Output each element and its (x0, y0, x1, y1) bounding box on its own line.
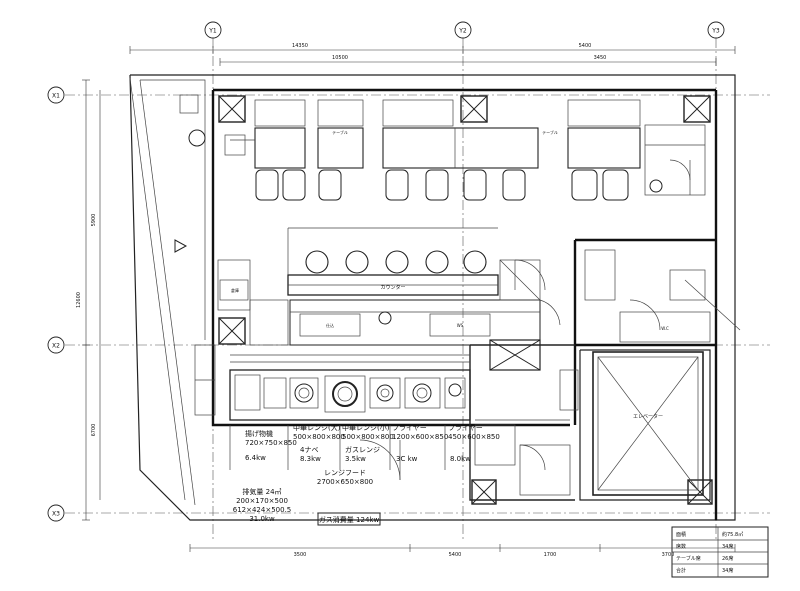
svg-text:X1: X1 (52, 93, 60, 100)
svg-text:WS: WS (457, 323, 464, 328)
svg-text:Y1: Y1 (208, 28, 217, 35)
svg-text:8.3kw: 8.3kw (300, 455, 321, 463)
column-bottom-mid (471, 479, 497, 505)
chairs-row (255, 169, 629, 201)
svg-text:3.5kw: 3.5kw (345, 455, 366, 463)
dim-bottom-b: 5400 (449, 552, 462, 558)
svg-text:フライヤー: フライヤー (448, 424, 483, 432)
svg-text:X2: X2 (52, 343, 60, 350)
svg-text:Y3: Y3 (711, 28, 720, 35)
column-mid-left (218, 317, 246, 345)
svg-text:カウンター: カウンター (380, 284, 405, 291)
svg-text:31.0kw: 31.0kw (249, 515, 275, 523)
svg-text:26席: 26席 (722, 555, 733, 562)
svg-text:中華レンジ(大): 中華レンジ(大) (293, 423, 341, 432)
dining-tables: テーブル テーブル (224, 99, 641, 169)
elevator-shaft: エレベーター (592, 351, 704, 496)
svg-text:合計: 合計 (676, 567, 686, 574)
column-top-mid (460, 95, 488, 123)
svg-text:フライヤー: フライヤー (392, 424, 427, 432)
top-right-room (644, 124, 706, 196)
svg-text:3C kw: 3C kw (396, 455, 418, 463)
dim-bottom-a: 3500 (294, 552, 307, 558)
walls (211, 88, 718, 520)
svg-text:仕込: 仕込 (326, 322, 334, 328)
grid-lines (65, 38, 770, 540)
columns (218, 95, 713, 505)
svg-text:4ナベ: 4ナベ (300, 446, 318, 454)
equipment-spec-5: フライヤー 450×600×850 8.0kw (448, 424, 500, 463)
kitchen-right: W.C (359, 249, 741, 496)
dim-top-mid-b: 5400 (579, 43, 592, 49)
svg-text:排気量 24㎥: 排気量 24㎥ (242, 487, 281, 496)
svg-text:揚げ物機: 揚げ物機 (245, 429, 273, 438)
grid-axis-x2: X2 (47, 336, 65, 354)
work-counters: 仕込 WS (249, 259, 541, 346)
svg-text:面積: 面積 (676, 531, 686, 538)
column-bottom-right (687, 479, 713, 505)
gas-total-label: ガス消費量 124kw (317, 512, 381, 526)
svg-text:6.4kw: 6.4kw (245, 454, 266, 462)
grid-axis-x3: X3 (47, 504, 65, 522)
svg-text:テーブル: テーブル (332, 129, 348, 135)
dim-left-a: 5900 (91, 214, 97, 227)
svg-text:34席: 34席 (722, 543, 733, 550)
svg-text:中華レンジ(小): 中華レンジ(小) (342, 423, 390, 432)
dim-left-b: 6700 (91, 424, 97, 437)
bar-counter: カウンター (287, 227, 499, 296)
range-hood-spec: レンジフード 2700×650×800 (317, 469, 373, 486)
svg-text:500×800×800: 500×800×800 (293, 433, 345, 441)
svg-text:テーブル: テーブル (542, 129, 558, 135)
equipment-annotations (229, 425, 446, 470)
svg-text:450×600×850: 450×600×850 (448, 433, 500, 441)
dim-top-inner: 10500 (332, 55, 348, 61)
equipment-spec-3: 中華レンジ(小) 500×800×800 ガスレンジ 3.5kw (342, 423, 394, 463)
svg-text:倉庫: 倉庫 (231, 287, 239, 293)
svg-text:X3: X3 (52, 511, 60, 518)
svg-text:500×800×800: 500×800×800 (342, 433, 394, 441)
svg-text:W.C: W.C (661, 326, 669, 331)
dim-top-total: 14350 (292, 43, 308, 49)
svg-text:612×424×500.5: 612×424×500.5 (233, 506, 292, 514)
svg-text:2700×650×800: 2700×650×800 (317, 478, 373, 486)
exhaust-spec: 排気量 24㎥ 200×170×500 612×424×500.5 31.0kw (233, 487, 292, 523)
dimension-lines (82, 46, 736, 552)
left-storage: 倉庫 (174, 94, 251, 416)
svg-text:1200×600×850: 1200×600×850 (392, 433, 448, 441)
grid-axis-y2: Y2 (454, 21, 472, 39)
kitchen-line (229, 354, 471, 421)
equipment-spec-2: 中華レンジ(大) 500×800×800 4ナベ 8.3kw (293, 423, 345, 463)
svg-text:エレベーター: エレベーター (633, 413, 663, 420)
equipment-spec-4: フライヤー 1200×600×850 3C kw (392, 424, 448, 463)
dim-top-mid-a: 3450 (594, 55, 607, 61)
svg-text:約75.8㎡: 約75.8㎡ (722, 531, 743, 538)
equipment-spec-1: 揚げ物機 720×750×850 6.4kw (245, 429, 297, 462)
dim-bottom-c: 1700 (544, 552, 557, 558)
svg-text:8.0kw: 8.0kw (450, 455, 471, 463)
bar-stools (305, 250, 487, 274)
svg-text:ガス消費量 124kw: ガス消費量 124kw (319, 515, 380, 524)
dim-bottom-d: 3700 (662, 552, 675, 558)
svg-text:200×170×500: 200×170×500 (236, 497, 288, 505)
column-top-left (218, 95, 246, 123)
svg-text:テーブル席: テーブル席 (676, 555, 701, 562)
column-top-right (683, 95, 711, 123)
svg-text:Y2: Y2 (458, 28, 467, 35)
svg-text:34席: 34席 (722, 567, 733, 574)
grid-axis-y1: Y1 (204, 21, 222, 39)
building-outline (129, 74, 736, 521)
svg-text:720×750×850: 720×750×850 (245, 439, 297, 447)
svg-text:席数: 席数 (676, 543, 686, 550)
grid-axis-x1: X1 (47, 86, 65, 104)
title-block: 面積 約75.8㎡ 席数 34席 テーブル席 26席 合計 34席 (671, 526, 769, 578)
svg-text:レンジフード: レンジフード (324, 469, 366, 477)
svg-text:ガスレンジ: ガスレンジ (345, 445, 380, 454)
dim-left-total: 12600 (76, 292, 82, 308)
grid-axis-y3: Y3 (707, 21, 725, 39)
